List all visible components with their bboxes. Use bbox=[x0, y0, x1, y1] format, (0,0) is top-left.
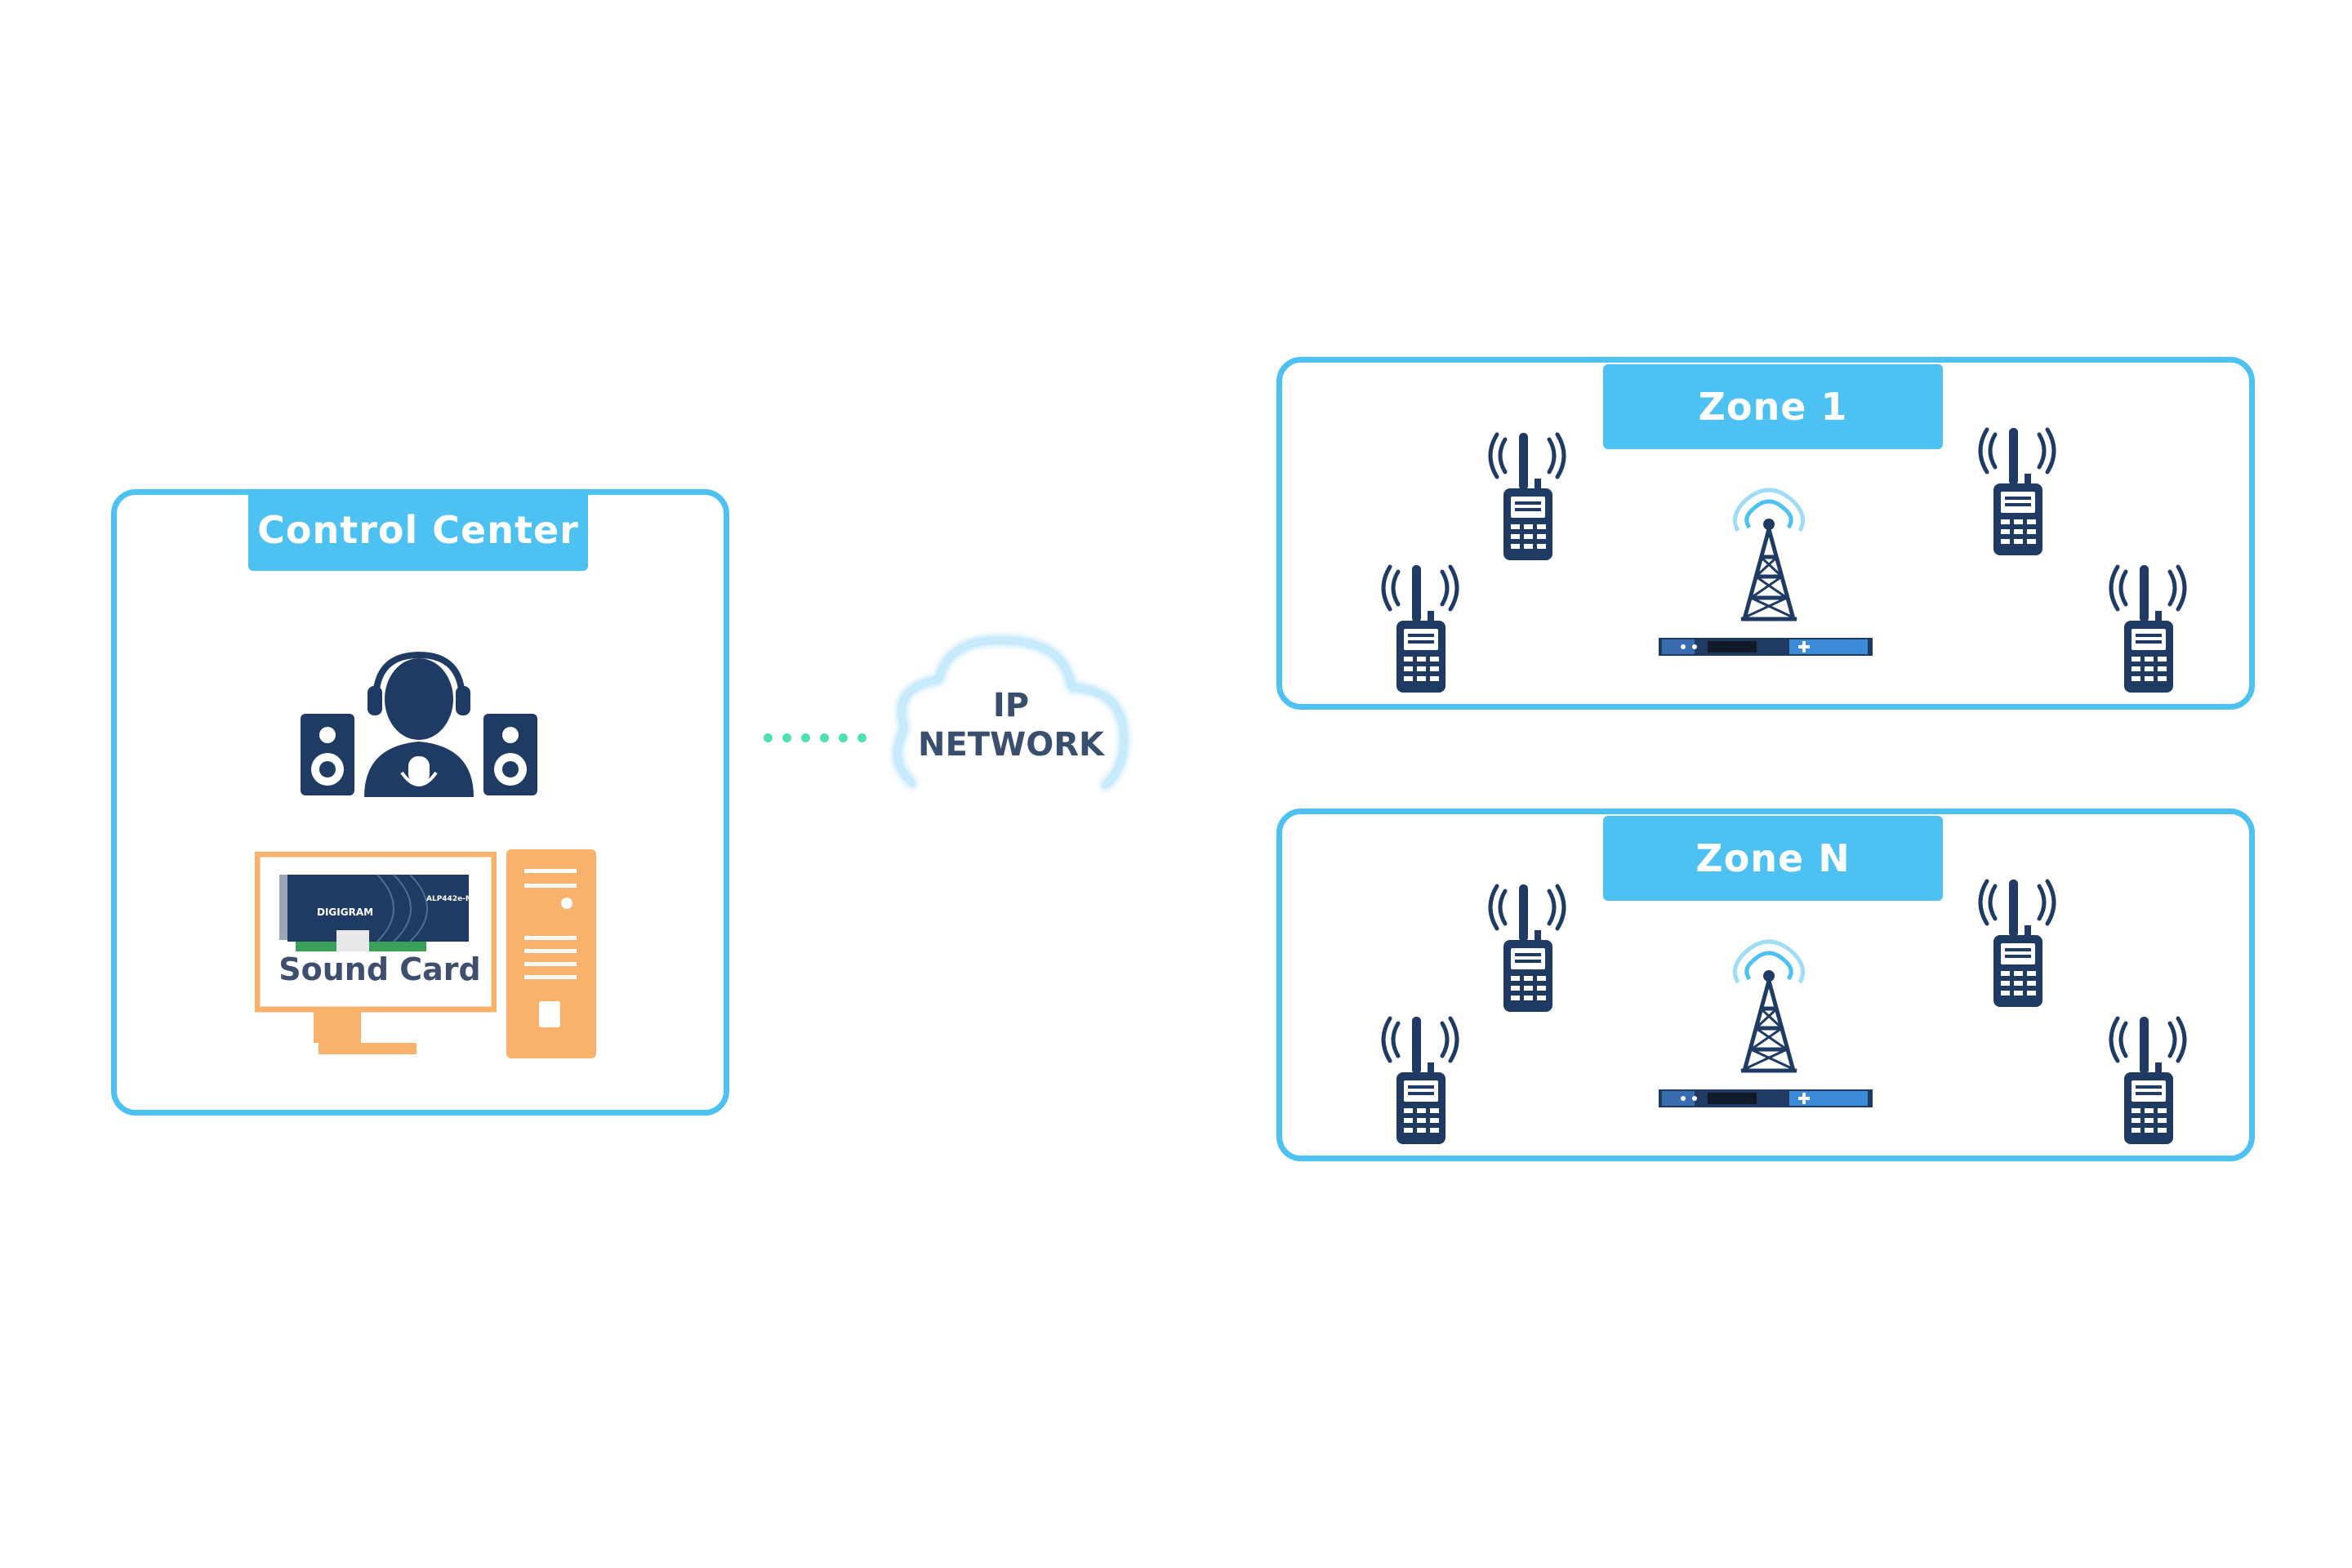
zone-n-title: Zone N bbox=[1603, 816, 1943, 901]
walkie-talkie-icon bbox=[2109, 564, 2187, 693]
computer-tower-icon bbox=[506, 849, 596, 1058]
operator-headset-icon bbox=[301, 651, 537, 797]
walkie-talkie-icon bbox=[1978, 427, 2056, 555]
walkie-talkie-icon bbox=[1381, 1016, 1459, 1144]
ip-network-label: IP NETWORK bbox=[889, 686, 1134, 764]
sound-card-label: Sound Card bbox=[278, 951, 481, 987]
sound-card-model: ALP442e-MIC bbox=[426, 895, 481, 903]
control-center-title: Control Center bbox=[248, 489, 588, 571]
walkie-talkie-icon bbox=[1488, 884, 1566, 1012]
ip-network-line2: NETWORK bbox=[917, 726, 1104, 764]
speaker-icon bbox=[483, 714, 537, 795]
rack-gateway-icon bbox=[1659, 1089, 1873, 1107]
radio-tower-icon bbox=[1732, 488, 1806, 621]
cloud-icon bbox=[893, 635, 1129, 791]
walkie-talkie-icon bbox=[1978, 879, 2056, 1007]
radio-tower-icon bbox=[1732, 939, 1806, 1073]
walkie-talkie-icon bbox=[2109, 1016, 2187, 1144]
zone-1-title: Zone 1 bbox=[1603, 364, 1943, 449]
rack-gateway-icon bbox=[1659, 638, 1873, 656]
speaker-icon bbox=[301, 714, 354, 795]
monitor-icon bbox=[255, 852, 497, 1054]
sound-card-brand: DIGIGRAM bbox=[317, 906, 374, 918]
ip-network-line1: IP bbox=[992, 687, 1030, 724]
walkie-talkie-icon bbox=[1381, 564, 1459, 693]
walkie-talkie-icon bbox=[1488, 432, 1566, 560]
